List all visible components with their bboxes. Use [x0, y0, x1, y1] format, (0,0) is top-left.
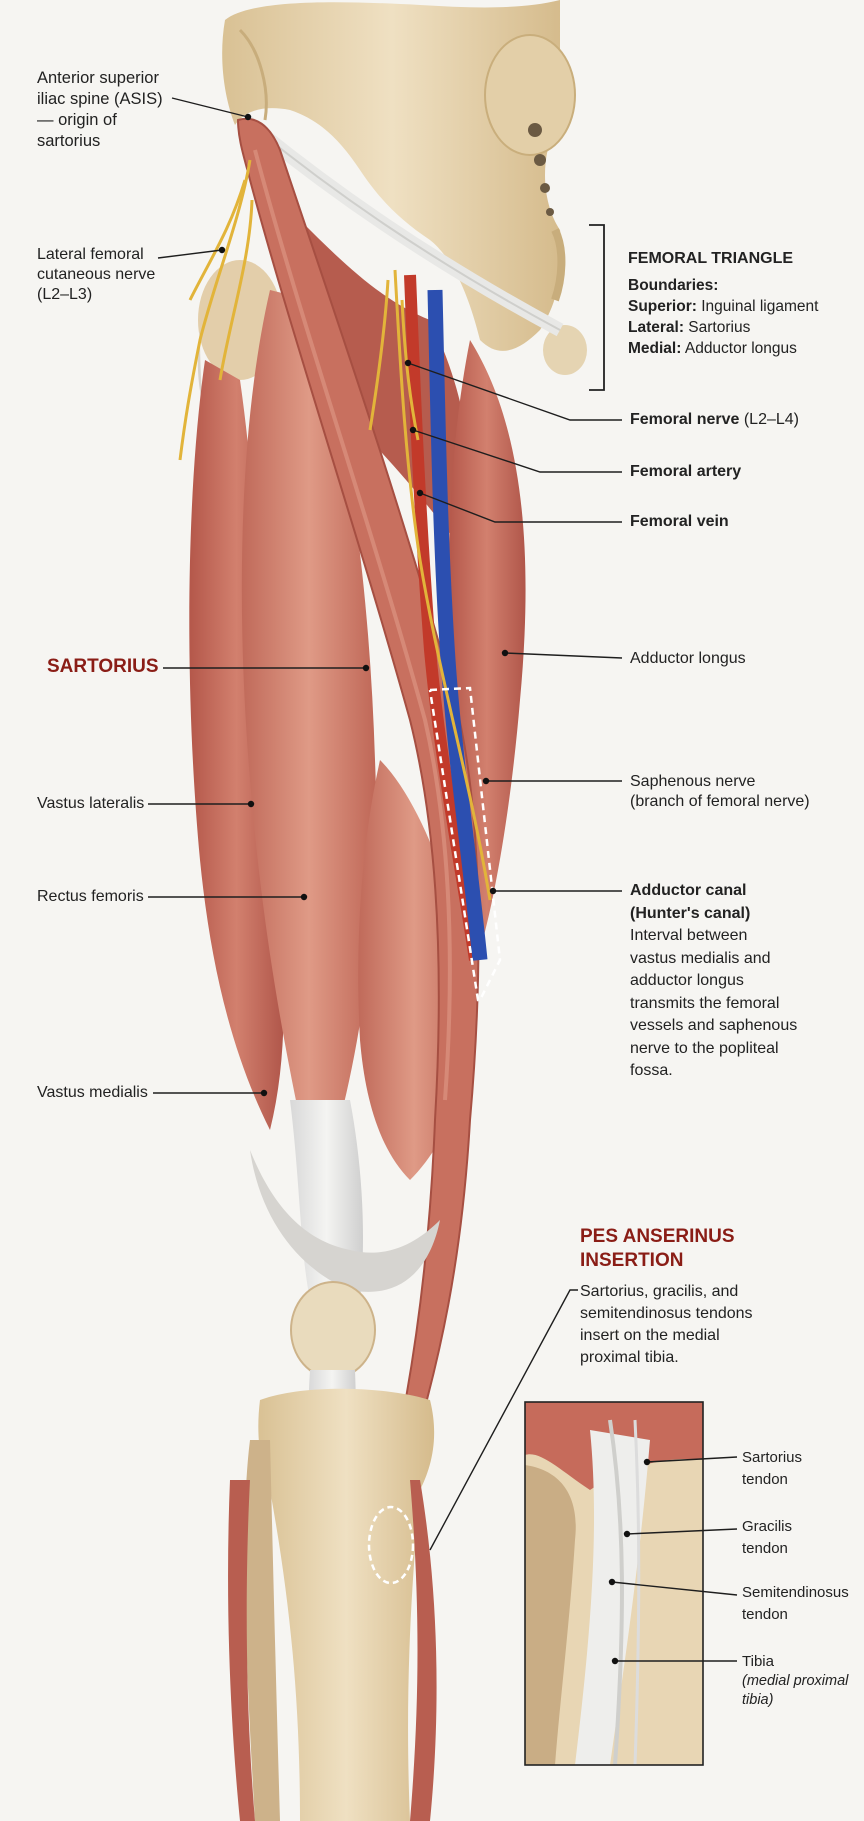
- femoral-nerve-roots: (L2–L4): [739, 411, 799, 428]
- label-adductor-longus: Adductor longus: [630, 650, 746, 667]
- inset-note: tibia): [742, 1692, 774, 1708]
- tibia: [228, 1388, 437, 1821]
- pes-title: PES ANSERINUS: [580, 1226, 735, 1247]
- asis-line: — origin of: [37, 111, 117, 129]
- adductor-canal-desc: fossa.: [630, 1062, 673, 1079]
- boundary-value: Sartorius: [684, 319, 751, 336]
- boundary-lateral: Lateral: Sartorius: [628, 317, 818, 338]
- femoral-nerve-name: Femoral nerve: [630, 411, 740, 428]
- asis-line: iliac spine (ASIS): [37, 90, 163, 108]
- label-rectus-femoris: Rectus femoris: [37, 888, 144, 905]
- label-femoral-vein: Femoral vein: [630, 513, 729, 530]
- femoral-vessels: [404, 274, 488, 961]
- lat-fem-cut-line: Lateral femoral: [37, 246, 144, 263]
- label-tibia: Tibia (medial proximal tibia): [742, 1652, 848, 1710]
- inset-line: Sartorius: [742, 1449, 803, 1466]
- inset-line: tendon: [742, 1471, 788, 1488]
- leader-lines: [148, 97, 738, 1662]
- boundary-medial: Medial: Adductor longus: [628, 338, 818, 359]
- saphenous-line: Saphenous nerve: [630, 773, 756, 790]
- label-saphenous-nerve: Saphenous nerve (branch of femoral nerve…: [630, 772, 810, 812]
- pes-desc: proximal tibia.: [580, 1349, 679, 1366]
- label-femoral-triangle: FEMORAL TRIANGLE Boundaries: Superior: I…: [628, 248, 818, 359]
- boundary-value: Adductor longus: [681, 340, 797, 357]
- adductor-canal-title: (Hunter's canal): [630, 904, 751, 922]
- inset-line: tendon: [742, 1540, 788, 1557]
- adductor-canal-desc: transmits the femoral: [630, 994, 780, 1012]
- adductor-canal-outline: [428, 686, 502, 1002]
- pes-desc: insert on the medial: [580, 1327, 720, 1344]
- label-gracilis-tendon: Gracilis tendon: [742, 1516, 792, 1560]
- boundary-key: Lateral:: [628, 319, 684, 336]
- label-femoral-nerve: Femoral nerve (L2–L4): [630, 410, 799, 430]
- inset-line: Gracilis: [742, 1518, 793, 1535]
- pes-desc: Sartorius, gracilis, and: [580, 1283, 739, 1300]
- boundary-superior: Superior: Inguinal ligament: [628, 296, 818, 317]
- pelvis: [222, 0, 587, 375]
- inset-line: tendon: [742, 1606, 788, 1623]
- femoral-triangle-bracket: [589, 224, 605, 391]
- pes-title: INSERTION: [580, 1250, 684, 1271]
- label-sartorius: SARTORIUS: [47, 656, 159, 677]
- nerves: [178, 159, 492, 901]
- boundary-value: Inguinal ligament: [696, 298, 819, 315]
- asis-line: sartorius: [37, 132, 101, 150]
- pes-desc: semitendinosus tendons: [580, 1305, 753, 1322]
- femoral-triangle-boundaries: Boundaries:: [628, 277, 719, 294]
- label-semitendinosus-tendon: Semitendinosus tendon: [742, 1582, 849, 1626]
- inset-line: Tibia: [742, 1653, 774, 1670]
- label-vastus-medialis: Vastus medialis: [37, 1084, 148, 1101]
- adductor-canal-desc: adductor longus: [630, 972, 744, 989]
- adductor-canal-desc: vessels and saphenous: [630, 1017, 798, 1034]
- femoral-triangle-title: FEMORAL TRIANGLE: [628, 250, 794, 267]
- pes-anserinus-outline: [367, 1505, 415, 1585]
- adductor-canal-desc: nerve to the popliteal: [630, 1039, 779, 1057]
- asis-line: Anterior superior: [37, 69, 159, 87]
- inset-note: (medial proximal: [742, 1673, 849, 1689]
- adductor-canal-desc: Interval between: [630, 927, 748, 944]
- label-vastus-lateralis: Vastus lateralis: [37, 795, 145, 812]
- lat-fem-cut-line: (L2–L3): [37, 286, 93, 303]
- label-sartorius-tendon: Sartorius tendon: [742, 1447, 802, 1491]
- boundary-key: Superior:: [628, 298, 697, 315]
- label-adductor-canal: Adductor canal (Hunter's canal) Interval…: [630, 880, 797, 1083]
- label-asis: Anterior superior iliac spine (ASIS) — o…: [37, 68, 163, 152]
- adductor-canal-title: Adductor canal: [630, 882, 747, 899]
- label-lateral-femoral-cutaneous-nerve: Lateral femoral cutaneous nerve (L2–L3): [37, 245, 155, 305]
- label-pes-anserinus: PES ANSERINUS INSERTION Sartorius, graci…: [580, 1225, 753, 1369]
- lat-fem-cut-line: cutaneous nerve: [37, 266, 156, 283]
- saphenous-line: (branch of femoral nerve): [630, 793, 810, 810]
- thigh-muscles: [189, 117, 526, 1462]
- label-femoral-artery: Femoral artery: [630, 463, 742, 480]
- adductor-canal-desc: vastus medialis and: [630, 949, 771, 967]
- inset-line: Semitendinosus: [742, 1584, 849, 1601]
- leader-dots: [218, 113, 651, 1665]
- boundary-key: Medial:: [628, 340, 682, 357]
